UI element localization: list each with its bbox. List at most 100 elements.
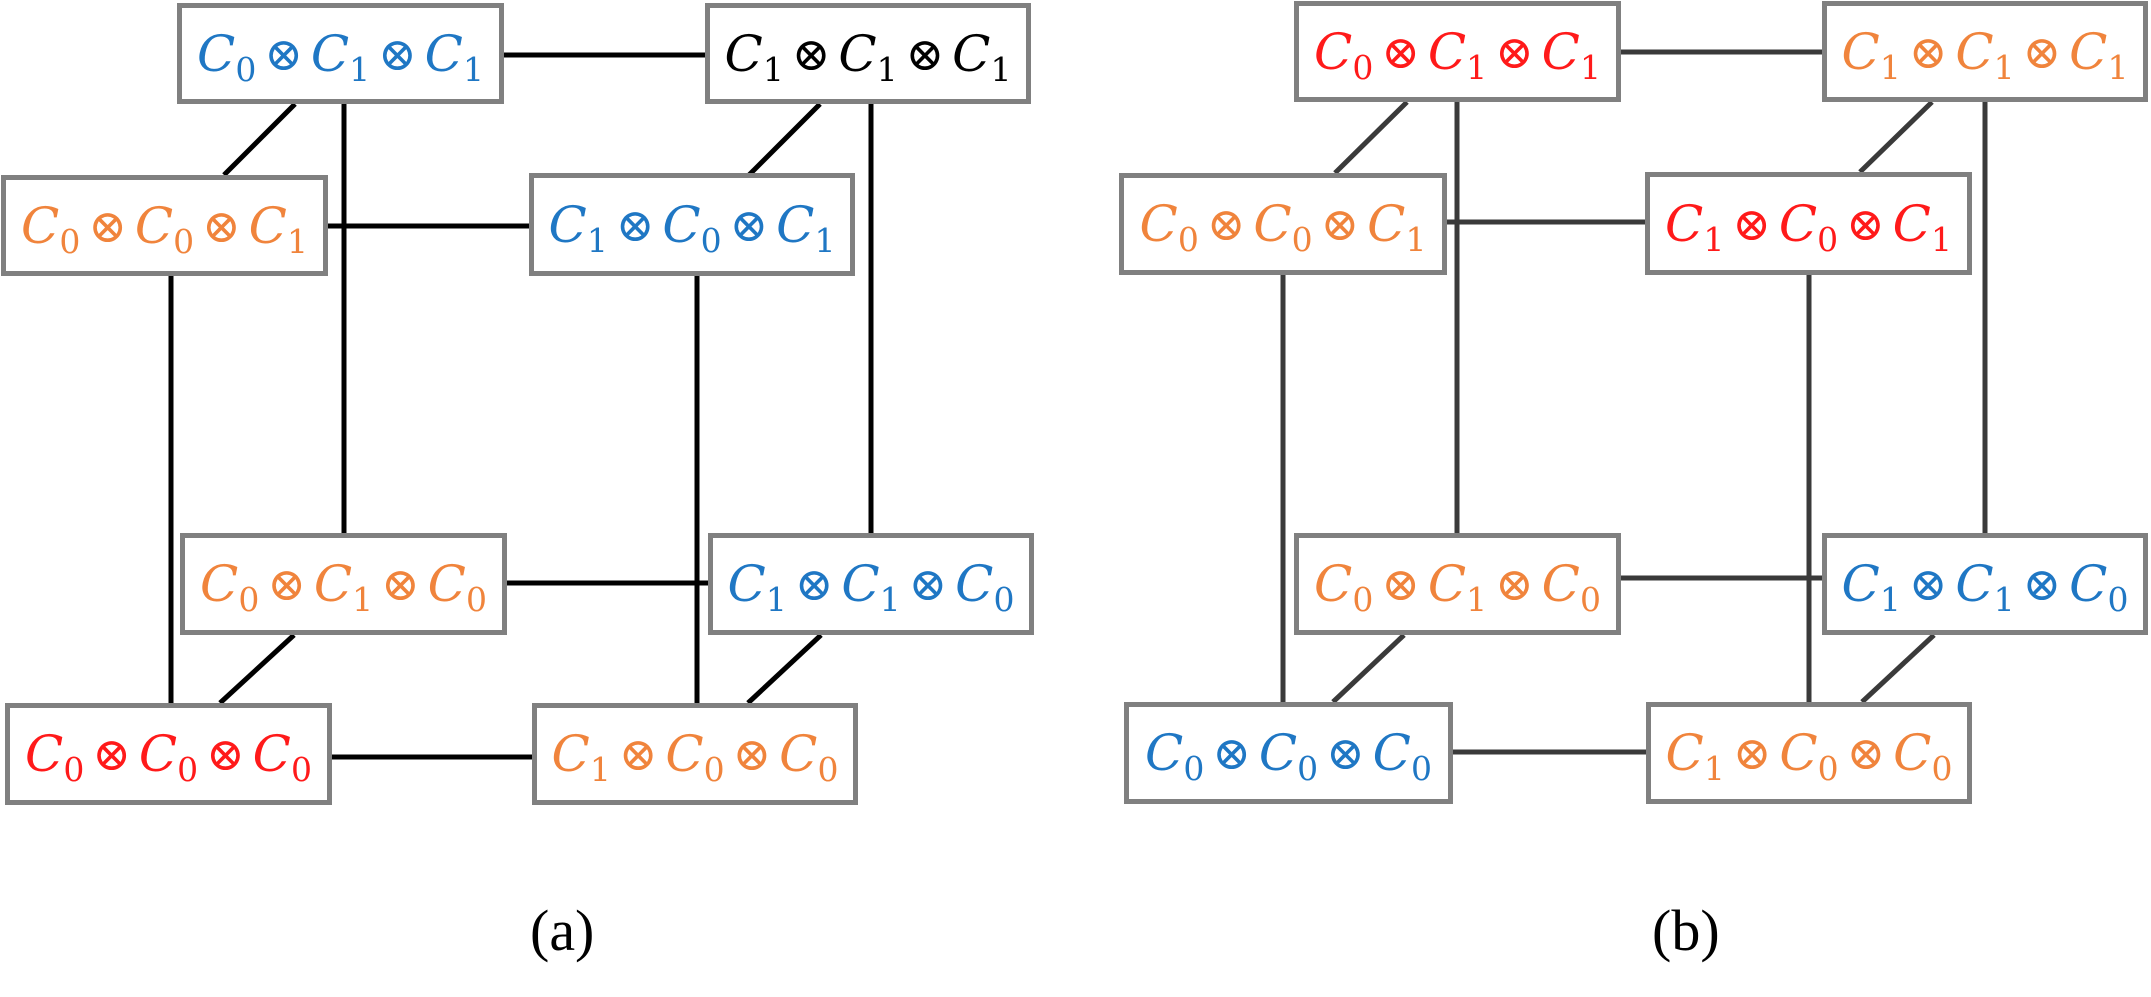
tensor-product-symbol: ⊗: [618, 727, 658, 781]
factor-base: C: [252, 725, 291, 783]
tensor-factor: C1: [776, 200, 835, 257]
factor-subscript: 1: [814, 220, 836, 260]
tensor-product-symbol: ⊗: [1381, 24, 1420, 79]
factor-subscript: 0: [59, 221, 81, 261]
tensor-product-symbol: ⊗: [791, 26, 831, 81]
factor-subscript: 1: [1879, 580, 1901, 619]
factor-subscript: 1: [1466, 47, 1488, 87]
factor-base: C: [551, 725, 590, 783]
tensor-factor: C1: [1367, 199, 1426, 256]
tensor-factor: C1: [1428, 559, 1487, 616]
cube-edge: [747, 102, 822, 177]
factor-subscript: 1: [286, 221, 308, 261]
factor-base: C: [1145, 724, 1184, 782]
factor-base: C: [724, 24, 763, 83]
factor-subscript: 1: [1879, 47, 1901, 87]
factor-subscript: 0: [1183, 749, 1205, 788]
cube-edge: [746, 633, 823, 705]
tensor-factor: C0: [139, 729, 198, 786]
tensor-factor: C0: [428, 559, 487, 616]
cube-edge: [1333, 100, 1409, 175]
tensor-factor: C0: [1314, 27, 1373, 84]
panel-b-caption: (b): [1652, 898, 1720, 963]
factor-subscript: 1: [762, 49, 784, 89]
tensor-factor: C0: [1779, 199, 1838, 256]
tensor-node-b-c110: C1⊗C1⊗C0: [1822, 533, 2148, 635]
tensor-product-symbol: ⊗: [732, 727, 772, 781]
tensor-factor: C1: [1955, 27, 2014, 84]
factor-base: C: [134, 196, 174, 255]
tensor-factor: C1: [1428, 27, 1487, 84]
factor-base: C: [1778, 194, 1818, 253]
tensor-factor: C0: [197, 29, 256, 86]
tensor-product-symbol: ⊗: [88, 198, 127, 253]
tensor-product-symbol: ⊗: [2022, 557, 2062, 611]
tensor-factor: C1: [311, 29, 370, 86]
factor-base: C: [952, 24, 991, 83]
factor-subscript: 1: [589, 750, 611, 789]
tensor-factor: C0: [135, 201, 194, 258]
tensor-factor: C1: [1542, 27, 1601, 84]
factor-base: C: [1541, 22, 1580, 81]
tensor-node-a-c011: C0⊗C1⊗C1: [177, 3, 504, 104]
factor-subscript: 0: [2107, 580, 2129, 619]
factor-base: C: [1779, 724, 1818, 782]
factor-subscript: 1: [765, 580, 787, 619]
factor-subscript: 0: [1817, 219, 1839, 259]
factor-subscript: 0: [290, 750, 312, 789]
factor-base: C: [1841, 22, 1880, 81]
panel-a-caption: (a): [530, 898, 595, 963]
tensor-product-symbol: ⊗: [1495, 557, 1534, 611]
tensor-factor: C0: [665, 729, 724, 786]
cube-edge: [1860, 633, 1936, 704]
factor-base: C: [424, 24, 463, 83]
factor-subscript: 0: [1352, 47, 1374, 87]
tensor-node-a-c111: C1⊗C1⊗C1: [705, 3, 1031, 104]
factor-subscript: 1: [349, 49, 371, 89]
factor-base: C: [197, 24, 236, 83]
tensor-factor: C1: [249, 201, 308, 258]
factor-base: C: [1427, 22, 1467, 81]
factor-base: C: [1367, 195, 1406, 253]
tensor-product-symbol: ⊗: [264, 26, 303, 81]
tensor-factor: C1: [2069, 27, 2128, 84]
tensor-factor: C0: [1145, 728, 1204, 785]
factor-subscript: 1: [1466, 580, 1488, 619]
factor-subscript: 0: [173, 221, 195, 261]
tensor-factor: C0: [21, 201, 80, 258]
tensor-factor: C1: [1842, 27, 1901, 84]
tensor-product-symbol: ⊗: [1381, 557, 1420, 611]
factor-base: C: [1955, 555, 1994, 613]
tensor-factor: C1: [838, 29, 897, 86]
factor-subscript: 1: [1703, 219, 1725, 259]
tensor-factor: C0: [1542, 559, 1601, 616]
tensor-product-symbol: ⊗: [381, 557, 420, 611]
factor-subscript: 1: [586, 220, 608, 260]
factor-subscript: 0: [235, 49, 257, 89]
tensor-product-symbol: ⊗: [202, 198, 241, 253]
factor-subscript: 0: [465, 580, 487, 619]
factor-base: C: [310, 24, 350, 83]
factor-subscript: 1: [990, 49, 1012, 89]
factor-base: C: [2069, 555, 2108, 613]
factor-base: C: [1258, 724, 1298, 782]
tensor-factor: C0: [1253, 199, 1312, 256]
factor-subscript: 0: [238, 580, 260, 619]
tensor-product-symbol: ⊗: [1320, 197, 1360, 251]
factor-base: C: [1139, 195, 1178, 253]
tensor-node-b-c000: C0⊗C0⊗C0: [1124, 702, 1453, 804]
tensor-factor: C1: [1842, 559, 1901, 616]
factor-base: C: [427, 555, 466, 613]
factor-subscript: 1: [2107, 47, 2129, 87]
factor-subscript: 0: [993, 580, 1015, 619]
factor-base: C: [727, 555, 766, 613]
tensor-factor: C0: [25, 729, 84, 786]
tensor-node-a-c110: C1⊗C1⊗C0: [708, 533, 1034, 635]
tensor-product-symbol: ⊗: [1495, 24, 1534, 79]
factor-subscript: 0: [700, 220, 722, 260]
tensor-product-symbol: ⊗: [92, 727, 131, 781]
factor-base: C: [200, 555, 239, 613]
tensor-node-b-c001: C0⊗C0⊗C1: [1119, 173, 1447, 275]
tensor-node-a-c101: C1⊗C0⊗C1: [529, 173, 855, 276]
